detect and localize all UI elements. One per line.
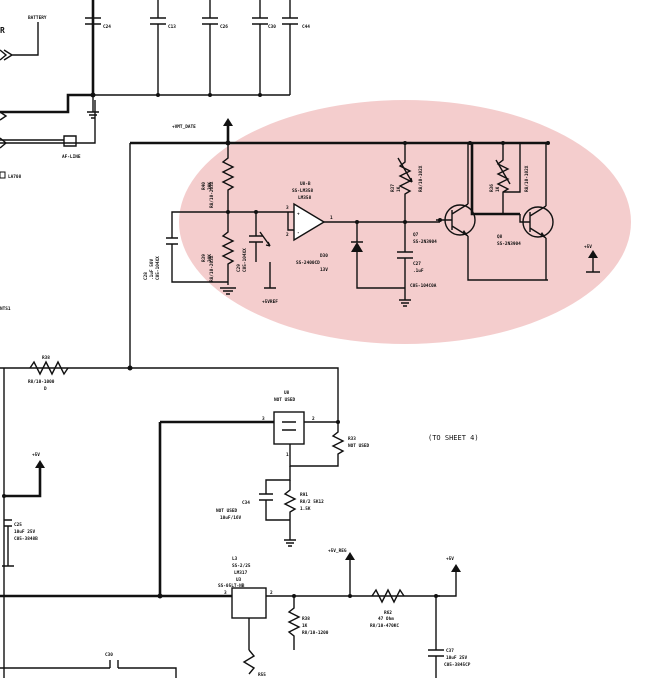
af-line-label: AF-LINE [62, 154, 81, 160]
res-val: D [44, 386, 47, 392]
cap-part: C05-3848B [14, 536, 38, 542]
cap-label: C13 [168, 24, 176, 30]
pin-label: 3 [224, 590, 227, 596]
pin-label: 2 [286, 232, 289, 238]
q-part: SS-2N3904 [413, 239, 437, 245]
pin-label: 2 [312, 416, 315, 422]
diode-val: 13V [320, 267, 328, 273]
cap-ref: C27 [413, 261, 421, 267]
la-label: LA708 [8, 174, 22, 180]
res-note: NOT USED [348, 443, 370, 449]
res-val: 47 Ohm [378, 616, 394, 622]
pin-label: 3 [262, 416, 265, 422]
q-part: SS-2N3904 [497, 241, 521, 247]
cap-part: C05-104C0A [410, 283, 437, 289]
res-ref: R39 [201, 254, 207, 262]
pin-label: 1 [286, 452, 289, 458]
res-val: 1K [396, 186, 402, 192]
res-ref: R62 [384, 610, 392, 616]
res-part: R8/10-102X [524, 165, 530, 192]
res-val: 20K [207, 182, 213, 190]
pin-label: 1 [330, 215, 333, 221]
res-part: R8/10-203X [209, 255, 215, 282]
reg-part2: SS-05LT-NB [218, 583, 245, 589]
vmt-label: +VMT_DATE [172, 124, 196, 130]
left-edge-label: NTS1 [0, 306, 11, 312]
svg-text:-: - [297, 231, 300, 236]
reg-ref: U8 [284, 390, 290, 396]
res-ref: R38 [42, 355, 50, 361]
cap-ref: C25 [14, 522, 22, 528]
regulator-u3 [231, 587, 267, 619]
cap-note: NOT USED [216, 508, 238, 514]
res-val: 1K [302, 623, 308, 629]
v-label: +5V [584, 244, 592, 250]
res-val: 1K [495, 186, 501, 192]
res-ref: R36 [489, 184, 495, 192]
v-label: +5V [446, 556, 454, 562]
cap-part: C05-104XX [242, 248, 248, 272]
res-ref: R33 [348, 436, 356, 442]
res-part: R8/10-470KC [370, 623, 399, 629]
res-part: R8/10-203X [209, 181, 215, 208]
diode-part: SS-2400CD [296, 260, 320, 266]
opamp-part: SS-LM358 [292, 188, 314, 194]
cap-part: C05-104XX [155, 256, 161, 280]
cap-label: C44 [302, 24, 310, 30]
opamp-name: LM358 [298, 195, 312, 201]
res-val: 20K [207, 254, 213, 262]
cap-val: 10uF 25V [446, 655, 468, 661]
res-ref: R40 [201, 182, 207, 190]
v-label: +5V [32, 452, 40, 458]
cap-label: C26 [220, 24, 228, 30]
diode-ref: D30 [320, 253, 328, 259]
reg-name: LM317 [234, 570, 248, 576]
reg-note: NOT USED [274, 397, 296, 403]
res-val: 1.5K [300, 506, 311, 512]
res-ref: R37 [390, 184, 396, 192]
cap-ref: C30 [105, 652, 113, 658]
res-part: R8/10-102X [418, 165, 424, 192]
res-ref: R91 [300, 492, 308, 498]
pin-label: 2 [270, 590, 273, 596]
to-sheet-label: (TO SHEET 4) [428, 434, 479, 442]
cap-val: 10uF/16V [220, 515, 242, 521]
sheet-letter: R [0, 26, 5, 35]
res-part: R8/2 5K12 [300, 499, 324, 505]
cap-label: C24 [103, 24, 111, 30]
cap-part: C05-3845CP [444, 662, 471, 668]
res-ref: R55 [258, 672, 266, 678]
opamp-symbol [293, 202, 326, 242]
cap-ref: C34 [242, 500, 250, 506]
reg-ref2: U3 [236, 577, 242, 583]
opamp-ref: U8-B [300, 181, 311, 187]
pin-label: 3 [286, 205, 289, 211]
q-ref: Q7 [413, 232, 419, 238]
battery-label: BATTERY [28, 15, 47, 21]
cap-label: C30 [268, 24, 276, 30]
cap-val: .1uF 50V [149, 258, 155, 280]
reg-part: SS-2/25 [232, 563, 251, 569]
regulator-u8 [273, 411, 305, 445]
ref-label: +5VREF [262, 299, 278, 305]
cap-ref: C37 [446, 648, 454, 654]
res-part: R8/10-1200 [302, 630, 329, 636]
res-part: R8/10-1000 [28, 379, 55, 385]
svg-text:+: + [297, 212, 300, 217]
cap-val: .1uF [413, 268, 424, 274]
top-capacitors [85, 0, 298, 95]
res-ref: R38 [302, 616, 310, 622]
v-label: +5V_REG [328, 548, 347, 554]
reg-ref: L3 [232, 556, 238, 562]
cap-ref: C29 [236, 264, 242, 272]
cap-ref: C28 [143, 272, 149, 280]
q-ref: Q8 [497, 234, 503, 240]
cap-val: 10uF 25V [14, 529, 36, 535]
